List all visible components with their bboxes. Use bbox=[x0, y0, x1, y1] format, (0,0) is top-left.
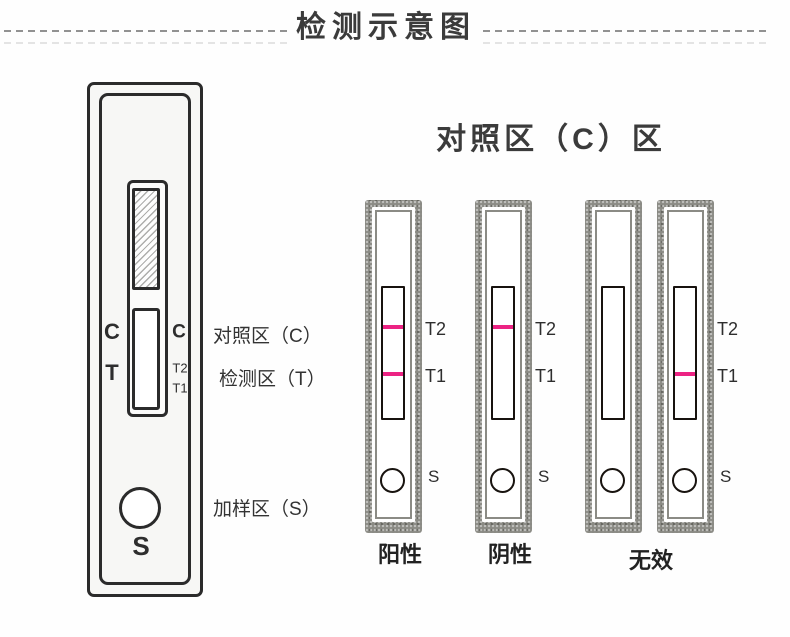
result-window bbox=[381, 286, 405, 420]
result-label-negative: 阴性 bbox=[487, 542, 533, 567]
strip-label-t2: T2 bbox=[535, 319, 557, 339]
sample-well bbox=[672, 468, 697, 493]
zone-label-sample: 加样区（S） bbox=[213, 499, 321, 520]
result-window bbox=[491, 286, 515, 420]
strip-positive: T2 T1 S bbox=[365, 200, 446, 533]
strip-inner-outline bbox=[595, 210, 632, 519]
strip-label-s: S bbox=[428, 467, 440, 486]
strip-label-s: S bbox=[720, 467, 732, 486]
strip-label-t2: T2 bbox=[425, 319, 447, 339]
cassette-label-t2: T2 bbox=[172, 360, 188, 376]
test-line-t2 bbox=[383, 325, 403, 329]
cassette-label-c-right: C bbox=[172, 321, 186, 343]
test-line-t2 bbox=[493, 325, 513, 329]
page-title: 检测示意图 bbox=[296, 11, 476, 44]
header-dashed-line-left-shadow bbox=[4, 42, 289, 44]
strip-inner-outline bbox=[667, 210, 704, 519]
header-dashed-line-right bbox=[483, 30, 769, 32]
comparison-title: 对照区（C）区 bbox=[436, 123, 666, 156]
strip-inner-outline bbox=[375, 210, 412, 519]
sample-well bbox=[490, 468, 515, 493]
test-line-t1 bbox=[675, 372, 695, 376]
cassette-label-c-left: C bbox=[104, 319, 120, 344]
sample-well bbox=[380, 468, 405, 493]
test-line-t1 bbox=[383, 372, 403, 376]
test-cassette: C T C T2 T1 S bbox=[87, 82, 203, 597]
strip-frame bbox=[657, 200, 714, 533]
result-window bbox=[673, 286, 697, 420]
sample-well bbox=[119, 487, 161, 529]
strip-inner-outline bbox=[485, 210, 522, 519]
cassette-inner-outline bbox=[99, 93, 191, 585]
strip-invalid-a bbox=[585, 200, 642, 533]
zone-label-control: 对照区（C） bbox=[213, 326, 322, 347]
result-window bbox=[601, 286, 625, 420]
result-label-invalid: 无效 bbox=[628, 548, 674, 573]
strip-frame bbox=[365, 200, 422, 533]
result-label-positive: 阳性 bbox=[377, 542, 423, 567]
zone-label-test: 检测区（T） bbox=[219, 369, 326, 390]
strip-frame bbox=[475, 200, 532, 533]
strip-label-t1: T1 bbox=[425, 366, 447, 386]
header-dashed-line-right-shadow bbox=[483, 42, 769, 44]
cassette-label-t-left: T bbox=[105, 360, 119, 385]
strip-label-s: S bbox=[538, 467, 550, 486]
cassette-label-s: S bbox=[132, 531, 150, 561]
strip-label-t1: T1 bbox=[535, 366, 557, 386]
strip-negative: T2 T1 S bbox=[475, 200, 556, 533]
cassette-label-t1: T1 bbox=[172, 380, 188, 396]
strip-label-t1: T1 bbox=[717, 366, 739, 386]
strip-frame bbox=[585, 200, 642, 533]
strip-label-t2: T2 bbox=[717, 319, 739, 339]
header-dashed-line-left bbox=[4, 30, 289, 32]
strip-invalid-b: T2 T1 S bbox=[657, 200, 738, 533]
sample-well bbox=[600, 468, 625, 493]
cassette-hatched-pad bbox=[132, 188, 160, 290]
cassette-result-window bbox=[132, 308, 160, 410]
